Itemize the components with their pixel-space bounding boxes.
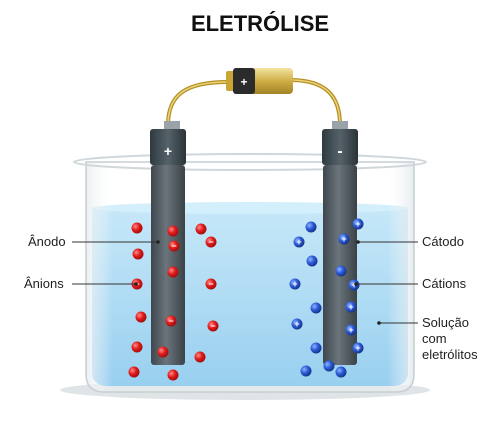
anion: −: [205, 278, 217, 290]
anion: [132, 248, 144, 260]
cation: +: [352, 342, 364, 354]
cathode-electrode: -: [322, 121, 358, 365]
cation: [335, 366, 347, 378]
battery: +: [226, 68, 293, 94]
anion: −: [165, 315, 177, 327]
beaker-rim: [73, 153, 427, 171]
cathode-minus-sign: -: [337, 143, 342, 160]
anion: [128, 366, 140, 378]
cathode-cap: [322, 129, 358, 165]
cation: +: [345, 301, 357, 313]
anion-sign: −: [208, 279, 213, 289]
anion: [194, 351, 206, 363]
cation-sign: +: [294, 319, 299, 329]
cation: [310, 302, 322, 314]
cation: [305, 221, 317, 233]
wire-left: [166, 80, 229, 126]
anion-sign: −: [168, 316, 173, 326]
cation: [310, 342, 322, 354]
cathode-rod: [323, 165, 357, 365]
anion-sign: −: [208, 237, 213, 247]
cation: [323, 360, 335, 372]
anion: [167, 369, 179, 381]
anion: [131, 222, 143, 234]
cation: +: [348, 279, 360, 291]
cation-sign: +: [355, 343, 360, 353]
cation-sign: +: [355, 219, 360, 229]
beaker-glass: [85, 161, 415, 393]
label-solucao-line3: eletrólitos: [422, 347, 478, 362]
cation-sign: +: [292, 279, 297, 289]
cation: +: [338, 233, 350, 245]
label-solucao-line1: Solução: [422, 315, 469, 330]
anion: [131, 341, 143, 353]
cation-sign: +: [296, 237, 301, 247]
leader-lines: [72, 241, 418, 324]
cation: [306, 255, 318, 267]
wire-right: [289, 78, 342, 126]
battery-plus-sign: +: [240, 75, 247, 89]
anion: [135, 311, 147, 323]
cation: +: [352, 218, 364, 230]
anion-sign: −: [171, 241, 176, 251]
cation-sign: +: [351, 280, 356, 290]
anode-cap: [150, 129, 186, 165]
anion-sign: −: [210, 321, 215, 331]
leader-dots: [134, 240, 381, 325]
label-anions: Ânions: [24, 276, 64, 291]
cation: [300, 365, 312, 377]
anion: −: [207, 320, 219, 332]
cation-sign: +: [348, 325, 353, 335]
cation: +: [345, 324, 357, 336]
anion: [157, 346, 169, 358]
cation: +: [293, 236, 305, 248]
cation: +: [291, 318, 303, 330]
anion: −: [168, 240, 180, 252]
diagram-title: ELETRÓLISE: [191, 11, 329, 36]
anion: [195, 223, 207, 235]
label-anodo: Ânodo: [28, 234, 66, 249]
anion: [167, 266, 179, 278]
cation: [335, 265, 347, 277]
label-catodo: Cátodo: [422, 234, 464, 249]
label-solucao-line2: com: [422, 331, 447, 346]
anion: −: [205, 236, 217, 248]
anode-electrode: +: [150, 121, 186, 365]
cation-sign: +: [348, 302, 353, 312]
label-cations: Cátions: [422, 276, 467, 291]
cation-sign: +: [341, 234, 346, 244]
anode-rod: [151, 165, 185, 365]
cation: +: [289, 278, 301, 290]
anode-plus-sign: +: [164, 143, 172, 159]
ions-layer: −−−−−−+++++++++: [128, 218, 364, 381]
anion: [167, 225, 179, 237]
